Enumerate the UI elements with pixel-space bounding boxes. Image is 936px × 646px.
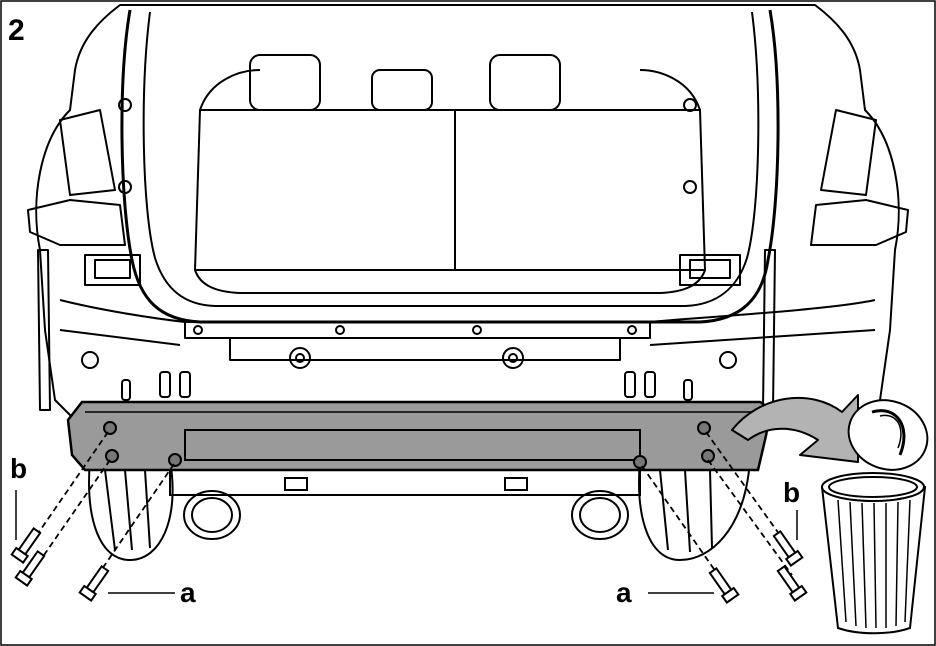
car-rear [27, 4, 909, 421]
trash-bin-icon [820, 399, 929, 635]
bolt-paths [29, 431, 793, 576]
wheels-and-exhaust [88, 459, 752, 562]
label-a-right: a [616, 577, 632, 608]
label-b-right: b [783, 477, 800, 508]
bumper-beam [66, 400, 769, 472]
label-a-left: a [180, 577, 196, 608]
curved-arrow-icon [731, 394, 859, 463]
bolt-icon [10, 527, 808, 604]
step-number: 2 [8, 14, 25, 47]
label-b-left: b [10, 453, 27, 484]
leader-lines [15, 490, 798, 594]
